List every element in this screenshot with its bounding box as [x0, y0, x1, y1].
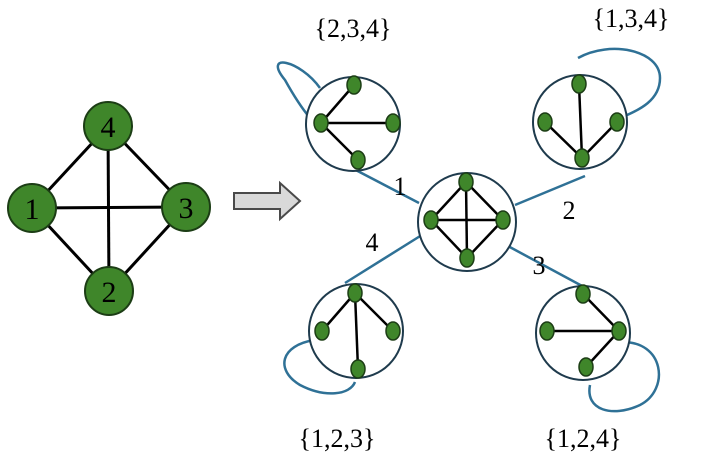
right-arrow-icon — [233, 180, 302, 222]
self-loops — [276, 47, 662, 413]
subgraph-edge — [577, 83, 584, 159]
center-node-right — [495, 210, 511, 230]
subgraph-node — [609, 112, 625, 132]
subset-label-top-right: {1,3,4} — [593, 4, 670, 33]
subgraph-node — [385, 113, 401, 133]
subset-label-bottom-right: {1,2,4} — [545, 424, 622, 453]
subset-label-top-left: {2,3,4} — [315, 14, 392, 43]
subgraph-node — [347, 283, 363, 303]
subgraph-top-right — [532, 74, 628, 170]
node-1-label: 1 — [25, 193, 40, 226]
subgraph-node — [578, 357, 594, 377]
subgraph-node — [346, 75, 362, 95]
edge-4-2 — [106, 125, 111, 292]
node-4-label: 4 — [101, 111, 116, 144]
subgraph-node — [575, 284, 591, 304]
link-label-2: 2 — [563, 196, 576, 225]
center-node-bottom — [459, 248, 475, 268]
node-2-label: 2 — [102, 276, 117, 309]
subgraph-node — [537, 112, 553, 132]
subgraph-node — [350, 359, 366, 379]
self-loop-bottomleft — [283, 338, 357, 395]
subgraph-node — [571, 74, 587, 94]
subgraph-node — [350, 150, 366, 170]
subgraph-edge — [353, 292, 360, 370]
link-label-1: 1 — [394, 172, 407, 201]
link-label-4: 4 — [366, 228, 379, 257]
center-edge-top-right — [465, 181, 504, 221]
subgraph-node — [574, 148, 590, 168]
link-center-topleft — [347, 164, 420, 205]
center-node-top — [458, 172, 474, 192]
subgraph-node — [385, 321, 401, 341]
subgraph-edge — [354, 292, 394, 332]
input-graph-nodes: 4 1 3 2 — [7, 101, 211, 316]
center-edge-right-bottom — [466, 219, 504, 259]
subgraph-edge — [320, 122, 359, 161]
subgraph-bottom-right — [535, 284, 631, 381]
input-graph: 4 1 3 2 — [7, 101, 211, 316]
link-center-bottomleft — [344, 231, 426, 285]
tree-links — [344, 164, 586, 289]
node-2: 2 — [84, 266, 134, 316]
subgraph-node — [539, 321, 555, 341]
center-edge-bottom-left — [430, 219, 468, 259]
self-loop-bottomright — [588, 340, 661, 413]
subgraph-node — [314, 321, 330, 341]
node-3-label: 3 — [179, 192, 194, 225]
center-node-left — [423, 210, 439, 230]
node-1: 1 — [7, 183, 57, 233]
subgraph-bottom-left — [308, 283, 404, 379]
self-loop-topleft — [276, 61, 322, 119]
subgraph-node — [611, 321, 627, 341]
link-center-bottomright — [505, 243, 585, 289]
link-center-topright — [514, 174, 586, 207]
subgraph-top-left — [305, 75, 401, 172]
node-3: 3 — [161, 182, 211, 232]
self-loop-topright — [577, 47, 662, 120]
subgraph-edge — [544, 121, 583, 159]
subgraph-node — [313, 113, 329, 133]
link-label-3: 3 — [533, 251, 546, 280]
center-graph — [417, 172, 517, 272]
node-4: 4 — [83, 101, 133, 151]
subset-label-bottom-left: {1,2,3} — [299, 424, 376, 453]
